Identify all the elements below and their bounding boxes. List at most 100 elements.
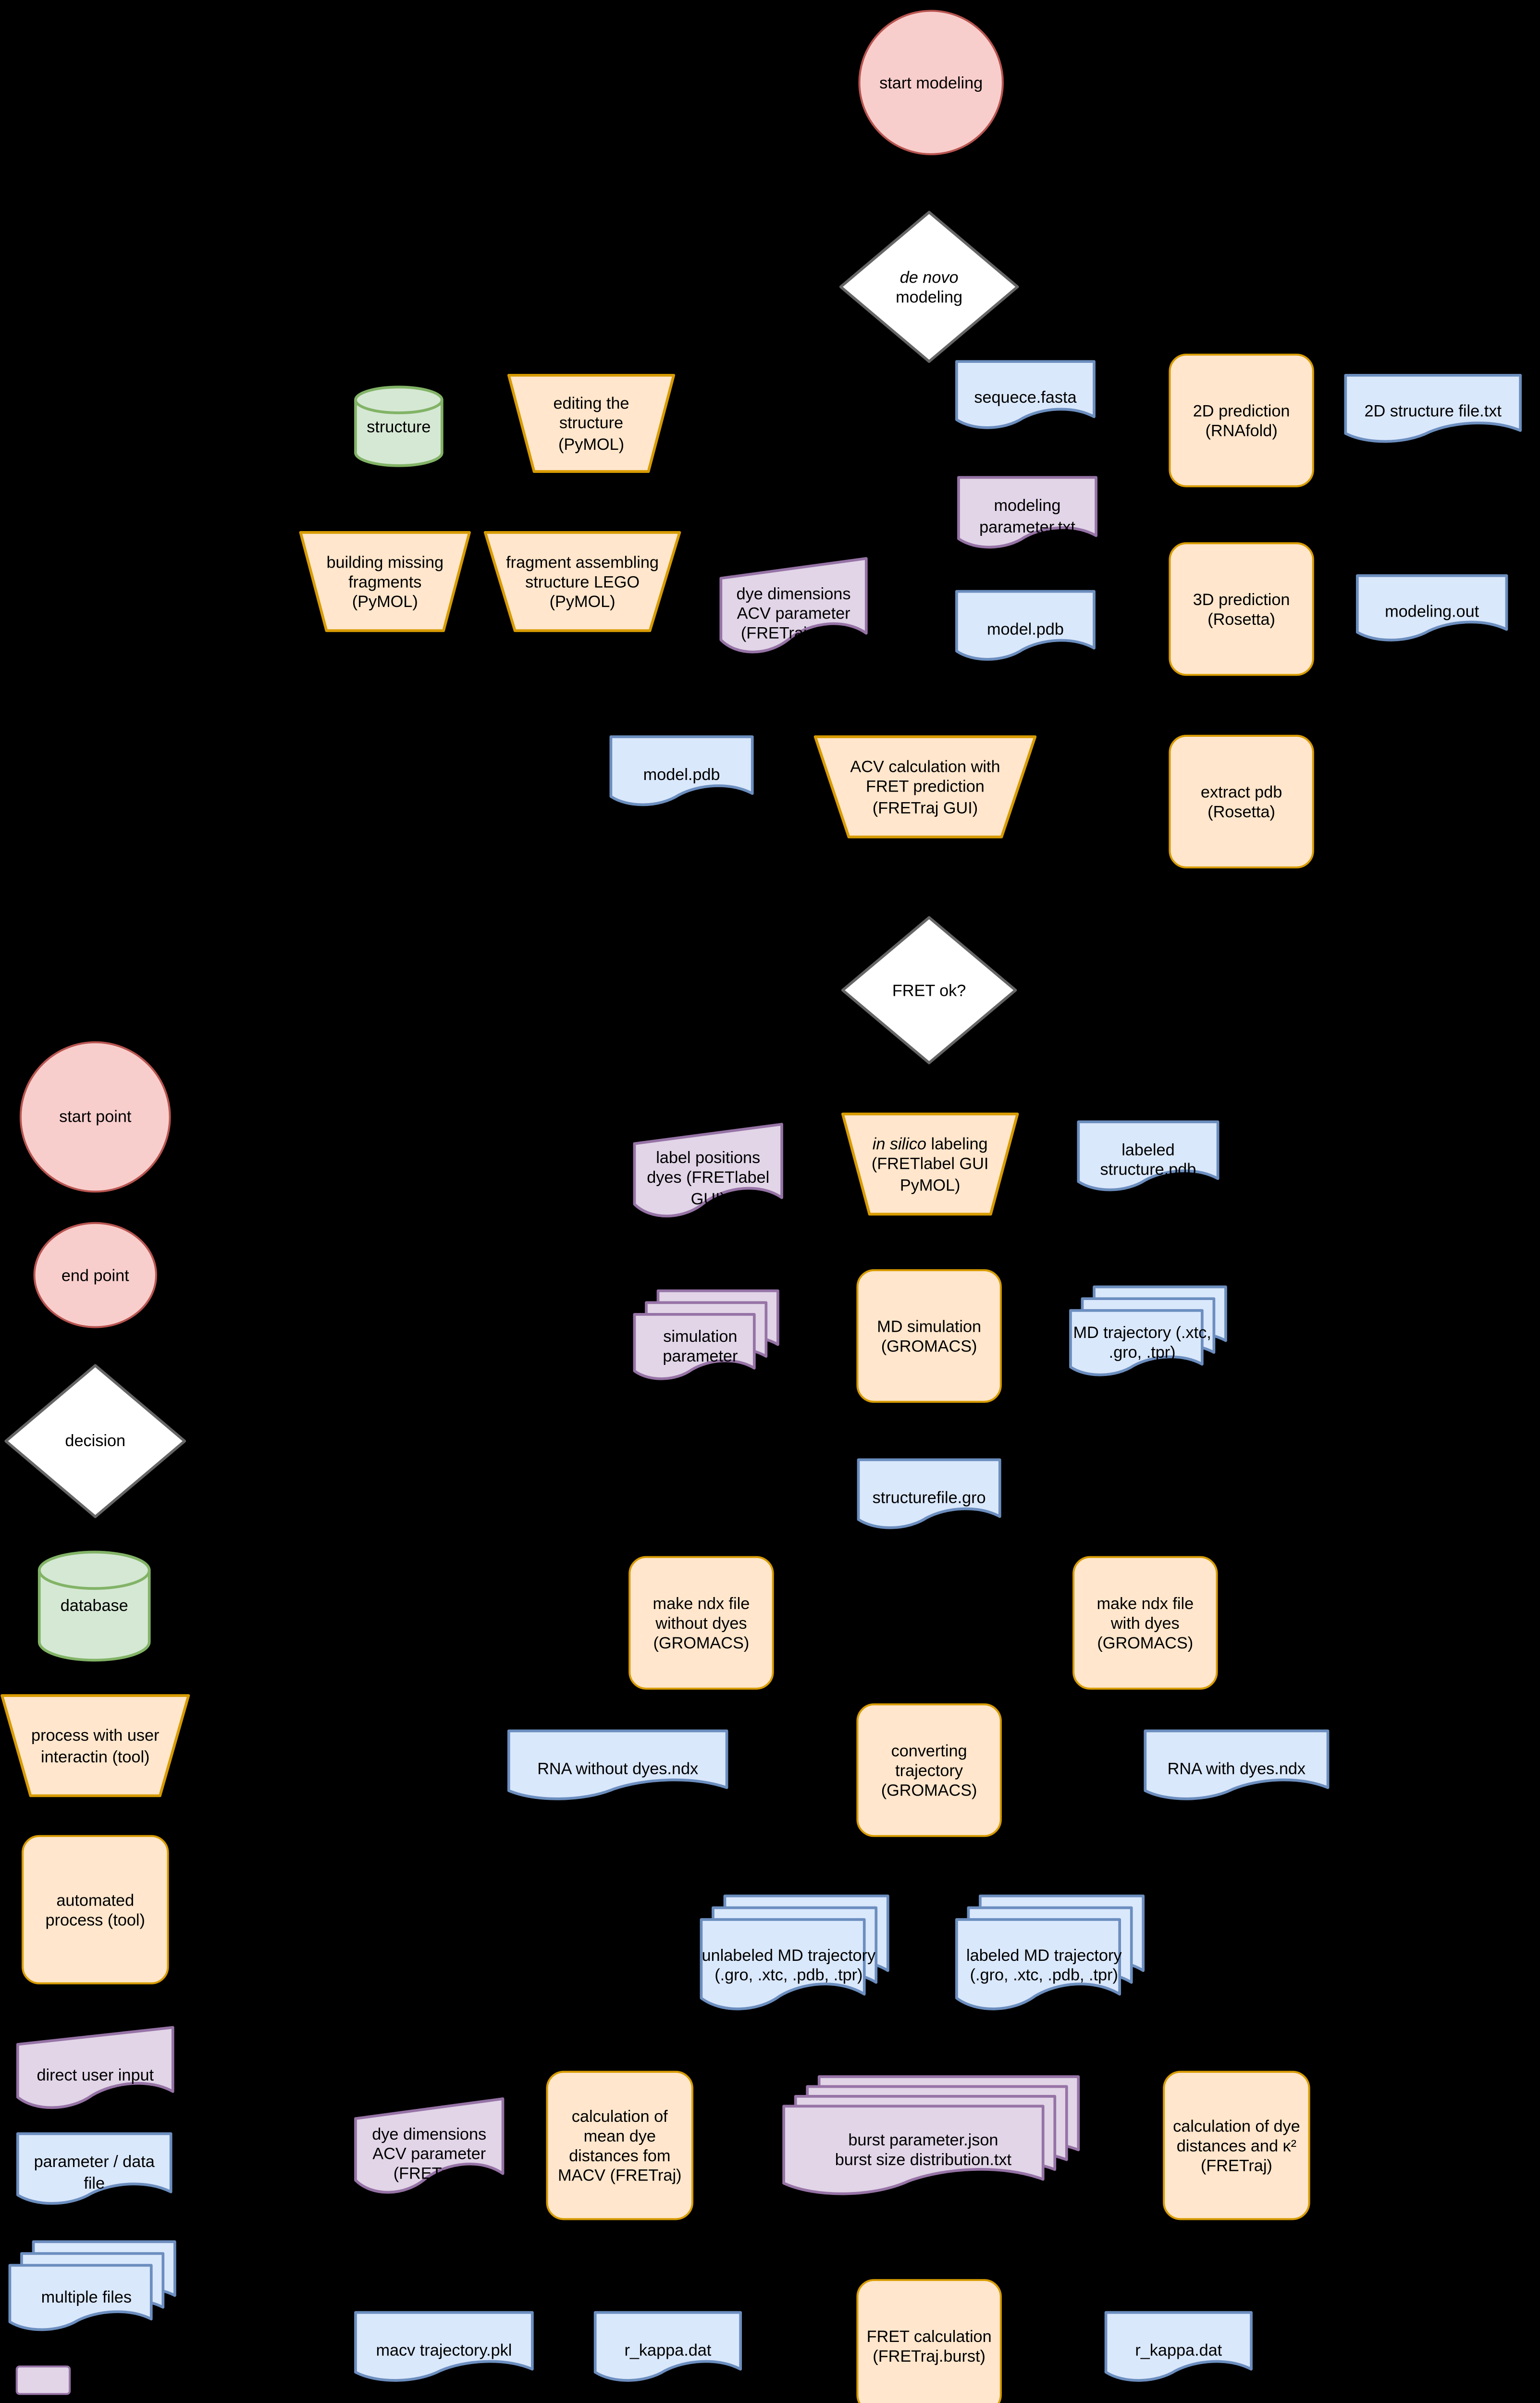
node-label: modeling.out — [1385, 601, 1479, 621]
node-label: RNA with dyes.ndx — [1167, 1758, 1306, 1778]
label-text: labeling (FRETlabel GUI PyMOL) — [871, 1134, 989, 1194]
legend-label: process with user interactin (tool) — [31, 1725, 160, 1766]
node-label: de novo modeling — [839, 267, 1020, 307]
node-label: ACV calculation with FRET prediction (FR… — [850, 757, 1000, 817]
legend-start-point: start point — [19, 1041, 171, 1193]
legend-direct-user-input: direct user input — [16, 2024, 175, 2118]
node-labeled-structure-pdb: labeled structure.pdb — [1076, 1120, 1220, 1199]
node-editing-structure: editing the structure (PyMOL) — [507, 373, 676, 473]
node-md-simulation: MD simulation (GROMACS) — [856, 1269, 1002, 1403]
node-r-kappa-dat-1: r_kappa.dat — [593, 2311, 743, 2390]
legend-label: parameter / data file — [34, 2152, 155, 2192]
node-building-missing-fragments: building missing fragments (PyMOL) — [298, 531, 471, 633]
node-label: building missing fragments (PyMOL) — [326, 552, 444, 611]
node-structurefile-gro: structurefile.gro — [856, 1458, 1002, 1536]
legend-label: direct user input — [37, 2065, 154, 2085]
node-in-silico-labeling: in silico labeling (FRETlabel GUI PyMOL) — [841, 1112, 1020, 1216]
node-label: simulation parameter — [663, 1326, 738, 1366]
node-labeled-md-trajectory: labeled MD trajectory (.gro, .xtc, .pdb,… — [955, 1894, 1146, 2020]
node-simulation-parameter: simulation parameter — [632, 1289, 780, 1387]
node-fret-ok-decision: FRET ok? — [841, 916, 1018, 1065]
legend-database: database — [37, 1550, 151, 1662]
node-label: fragment assembling structure LEGO (PyMO… — [506, 552, 659, 611]
legend-end-point: end point — [33, 1222, 158, 1328]
legend-label: database — [60, 1596, 128, 1616]
node-label: editing the structure (PyMOL) — [553, 394, 629, 453]
legend-multiple-files: multiple files — [8, 2240, 177, 2338]
node-label: label positions dyes (FRETlabel GUI) — [647, 1148, 770, 1208]
legend-swatch-purple — [15, 2365, 71, 2395]
node-label: structurefile.gro — [872, 1487, 986, 1507]
node-modeling-out: modeling.out — [1355, 574, 1509, 648]
node-2d-structure-file: 2D structure file.txt — [1343, 373, 1522, 450]
legend-decision: decision — [4, 1363, 186, 1519]
node-make-ndx-without-dyes: make ndx file without dyes (GROMACS) — [628, 1556, 774, 1690]
node-label: start modeling — [879, 73, 983, 92]
node-label: macv trajectory.pkl — [376, 2340, 512, 2360]
node-label: MD trajectory (.xtc, .gro, .tpr) — [1073, 1322, 1211, 1362]
node-sequece-fasta: sequece.fasta — [955, 359, 1096, 436]
node-rna-with-dyes-ndx: RNA with dyes.ndx — [1143, 1729, 1330, 1808]
node-label: MD simulation (GROMACS) — [877, 1316, 982, 1356]
node-calc-mean-dye-distances: calculation of mean dye distances fom MA… — [546, 2070, 694, 2220]
node-label: in silico labeling (FRETlabel GUI PyMOL) — [841, 1134, 1020, 1194]
node-label: calculation of dye distances and κ² (FRE… — [1173, 2116, 1300, 2175]
node-model-pdb-2: model.pdb — [609, 735, 754, 814]
label-text: modeling — [896, 286, 963, 307]
node-label: labeled structure.pdb — [1100, 1139, 1196, 1179]
node-acv-calculation: ACV calculation with FRET prediction (FR… — [813, 735, 1037, 839]
node-label: extract pdb (Rosetta) — [1200, 781, 1282, 821]
node-label: calculation of mean dye distances fom MA… — [558, 2106, 682, 2185]
node-label: r_kappa.dat — [624, 2340, 712, 2360]
node-extract-pdb: extract pdb (Rosetta) — [1169, 734, 1314, 868]
node-model-pdb-1: model.pdb — [955, 589, 1096, 668]
legend-label: end point — [61, 1265, 129, 1285]
node-label: modeling parameter.txt — [979, 495, 1075, 535]
node-label: RNA without dyes.ndx — [537, 1758, 699, 1778]
node-converting-trajectory: converting trajectory (GROMACS) — [856, 1703, 1002, 1837]
legend-process-with-user-interaction: process with user interactin (tool) — [0, 1694, 191, 1798]
node-fret-calculation: FRET calculation (FRETraj.burst) — [856, 2279, 1002, 2403]
node-md-trajectory: MD trajectory (.xtc, .gro, .tpr) — [1069, 1285, 1228, 1383]
node-dye-dimensions-acv-gui: dye dimensions ACV parameter (FRETraj GU… — [719, 554, 868, 664]
legend-label: multiple files — [41, 2287, 132, 2307]
node-label: labeled MD trajectory (.gro, .xtc, .pdb,… — [966, 1945, 1122, 1984]
node-de-novo-modeling: de novo modeling — [839, 210, 1020, 363]
node-label: model.pdb — [986, 619, 1064, 639]
node-make-ndx-with-dyes: make ndx file with dyes (GROMACS) — [1072, 1556, 1218, 1690]
node-label: model.pdb — [643, 764, 720, 784]
node-label: r_kappa.dat — [1135, 2340, 1222, 2360]
italic-text: de novo — [899, 267, 959, 287]
node-label: 3D prediction (Rosetta) — [1193, 589, 1290, 629]
node-3d-prediction: 3D prediction (Rosetta) — [1169, 542, 1314, 676]
node-label: converting trajectory (GROMACS) — [881, 1740, 977, 1800]
node-label: FRET ok? — [892, 980, 966, 1000]
node-label: 2D prediction (RNAfold) — [1193, 400, 1290, 440]
node-calc-dye-distances-kappa: calculation of dye distances and κ² (FRE… — [1163, 2070, 1310, 2220]
node-start-modeling: start modeling — [858, 10, 1004, 155]
legend-parameter-data-file: parameter / data file — [16, 2131, 173, 2212]
node-label: make ndx file with dyes (GROMACS) — [1096, 1593, 1194, 1653]
node-label: make ndx file without dyes (GROMACS) — [653, 1593, 750, 1653]
node-label-positions-dyes: label positions dyes (FRETlabel GUI) — [632, 1120, 784, 1228]
legend-label: decision — [65, 1431, 126, 1451]
node-label: dye dimensions ACV parameter (FRETraj GU… — [736, 583, 851, 643]
node-dye-dimensions-acv-fretraj: dye dimensions ACV parameter (FRETraj) — [354, 2094, 505, 2205]
node-label: dye dimensions ACV parameter (FRETraj) — [372, 2123, 487, 2183]
node-modeling-parameter: modeling parameter.txt — [957, 475, 1098, 556]
legend-label: automated process (tool) — [45, 1890, 145, 1930]
node-macv-trajectory-pkl: macv trajectory.pkl — [354, 2311, 534, 2390]
node-fragment-assembling: fragment assembling structure LEGO (PyMO… — [483, 531, 682, 633]
italic-text: in silico — [872, 1134, 927, 1154]
node-rna-without-dyes-ndx: RNA without dyes.ndx — [507, 1729, 729, 1808]
node-label: sequece.fasta — [974, 388, 1077, 408]
node-structure-database: structure — [354, 385, 444, 468]
node-label: unlabeled MD trajectory (.gro, .xtc, .pd… — [702, 1945, 876, 1984]
node-r-kappa-dat-2: r_kappa.dat — [1104, 2311, 1253, 2390]
node-unlabeled-md-trajectory: unlabeled MD trajectory (.gro, .xtc, .pd… — [699, 1894, 890, 2020]
node-2d-prediction: 2D prediction (RNAfold) — [1169, 353, 1314, 487]
node-label: FRET calculation (FRETraj.burst) — [866, 2326, 992, 2366]
node-label: 2D structure file.txt — [1364, 401, 1502, 421]
node-burst-parameter-files: burst parameter.json burst size distribu… — [782, 2075, 1080, 2205]
